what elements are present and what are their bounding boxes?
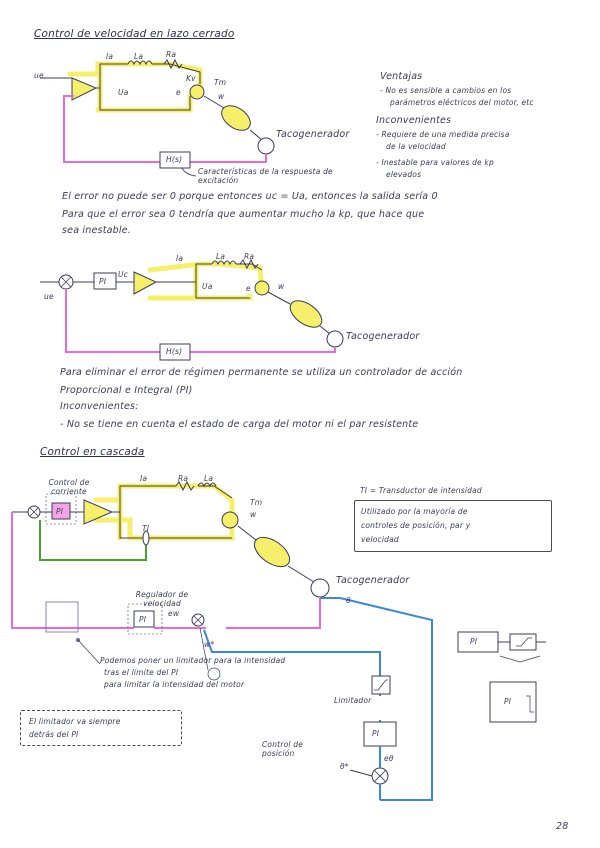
label-torque-d3: Tm	[250, 498, 262, 507]
box-usage-line-3: velocidad	[361, 535, 399, 544]
para1-line-1: El error no puede ser 0 porque entonces …	[62, 190, 438, 203]
label-uc-d2: Uc	[118, 270, 128, 279]
label-ue-d2: ue	[44, 292, 54, 301]
section-title-cascade: Control en cascada	[40, 446, 145, 459]
block-hs-d1: H(s)	[166, 155, 182, 164]
label-position-feedback: θ	[346, 596, 351, 605]
label-position-control: Control de posición	[262, 740, 326, 758]
label-tachogenerator-d2: Tacogenerador	[346, 330, 419, 343]
box-limit-line-2: detrás del PI	[29, 730, 78, 739]
side-block-pi-b: PI	[504, 697, 511, 706]
label-ref-input-d1: ue	[34, 71, 44, 80]
para2-line-2: Proporcional e Integral (PI)	[60, 384, 193, 397]
label-speed-error: ew	[168, 609, 179, 618]
label-inductance-d2: La	[216, 252, 225, 261]
label-resistance-d3: Ra	[178, 474, 188, 483]
para1-line-3: sea inestable.	[62, 224, 131, 237]
block-pi-current: PI	[56, 507, 63, 516]
box-note-limiter: El limitador va siempre detrás del PI	[20, 710, 182, 746]
para2-line-4: - No se tiene en cuenta el estado de car…	[60, 418, 418, 431]
label-speed-ref: w*	[204, 640, 214, 649]
label-current-controller: Control de corriente	[44, 478, 94, 496]
label-resistance-d1: Ra	[166, 50, 176, 59]
inconvenientes-line-2: de la velocidad	[386, 142, 446, 151]
label-omega-d2: w	[278, 282, 284, 291]
block-pi-position: PI	[372, 729, 379, 738]
page-number: 28	[556, 820, 569, 833]
block-pi-d2: PI	[99, 277, 106, 286]
diagram-2	[40, 260, 343, 360]
label-limiter: Limitador	[334, 696, 371, 705]
label-voltage-d2: Ua	[202, 282, 213, 291]
label-position-error: eθ	[384, 754, 394, 763]
label-voltage-d1: Ua	[118, 88, 129, 97]
side-block-pi-a: PI	[470, 637, 477, 646]
ventajas-line-2: parámetros eléctricos del motor, etc	[390, 98, 534, 107]
label-speed-regulator: Regulador de velocidad	[132, 590, 192, 608]
heading-ventajas: Ventajas	[380, 70, 422, 83]
note-excitation: Características de la respuesta de excit…	[198, 167, 338, 185]
label-emf-d2: e	[246, 284, 251, 293]
diagram-1	[40, 60, 274, 176]
label-kv-d1: Kv	[186, 74, 196, 83]
inconvenientes-line-3: - Inestable para valores de kp	[376, 158, 494, 167]
limit-note-line-1: Podemos poner un limitador para la inten…	[100, 656, 285, 665]
label-position-ref: θ*	[340, 762, 349, 771]
box-usage-line-1: Utilizado por la mayoría de	[361, 507, 468, 516]
heading-inconvenientes-1: Inconvenientes	[376, 114, 451, 127]
box-limit-line-1: El limitador va siempre	[29, 717, 121, 726]
para1-line-2: Para que el error sea 0 tendría que aume…	[62, 208, 424, 221]
label-inductance-d1: La	[134, 52, 143, 61]
label-omega-d3: w	[250, 510, 256, 519]
inconvenientes-line-4: elevados	[386, 170, 421, 179]
label-current-d1: Ia	[106, 52, 113, 61]
label-current-d3: Ia	[140, 474, 147, 483]
note-ti-definition: TI = Transductor de intensidad	[360, 486, 482, 495]
label-current-d2: Ia	[176, 254, 183, 263]
para2-line-1: Para eliminar el error de régimen perman…	[60, 366, 463, 379]
limit-note-line-2: tras el límite del PI	[104, 668, 178, 677]
box-note-usage: Utilizado por la mayoría de controles de…	[354, 500, 552, 552]
section-title-closed-loop: Control de velocidad en lazo cerrado	[34, 28, 234, 41]
ventajas-line-1: - No es sensible a cambios en los	[380, 86, 511, 95]
label-resistance-d2: Ra	[244, 252, 254, 261]
label-inductance-d3: La	[204, 474, 213, 483]
label-tachogenerator-d1: Tacogenerador	[276, 128, 349, 141]
block-pi-speed: PI	[139, 615, 146, 624]
label-ti-d3: TI	[142, 524, 149, 533]
label-emf-d1: e	[176, 88, 181, 97]
box-usage-line-2: controles de posición, par y	[361, 521, 470, 530]
block-hs-d2: H(s)	[166, 347, 182, 356]
inconvenientes-line-1: - Requiere de una medida precisa	[376, 130, 510, 139]
limit-note-line-3: para limitar la intensidad del motor	[104, 680, 244, 689]
label-tachogenerator-d3: Tacogenerador	[336, 574, 409, 587]
label-torque-d1: Tm	[214, 78, 226, 87]
para2-line-3: Inconvenientes:	[60, 400, 139, 413]
label-omega-d1: w	[218, 92, 224, 101]
